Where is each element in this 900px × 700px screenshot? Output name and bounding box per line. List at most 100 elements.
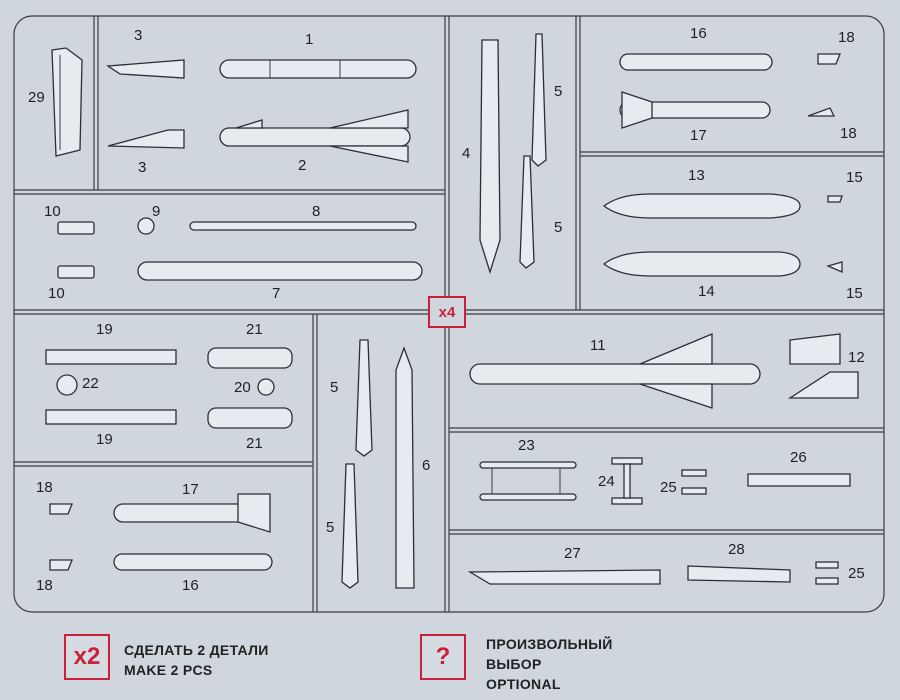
part-12-shape bbox=[789, 333, 841, 365]
label-2: 2 bbox=[298, 157, 306, 174]
part-3a-shape bbox=[106, 59, 185, 79]
part-25a-shape bbox=[681, 469, 707, 495]
label-11: 11 bbox=[590, 337, 606, 354]
part-18a-shape bbox=[817, 53, 841, 65]
part-8-shape bbox=[189, 221, 417, 231]
make-2-ru: СДЕЛАТЬ 2 ДЕТАЛИ bbox=[124, 642, 269, 658]
part-2-shape bbox=[219, 109, 411, 163]
part-10b-shape bbox=[57, 265, 95, 279]
label-18b: 18 bbox=[840, 125, 857, 142]
label-8: 8 bbox=[312, 203, 320, 220]
part-18c-shape bbox=[49, 503, 73, 515]
label-17a: 17 bbox=[690, 127, 707, 144]
part-15b-shape bbox=[826, 261, 843, 273]
part-27-shape bbox=[467, 569, 661, 585]
part-5d-shape bbox=[341, 463, 359, 589]
label-7: 7 bbox=[272, 285, 280, 302]
label-15a: 15 bbox=[846, 169, 863, 186]
part-5b-shape bbox=[519, 155, 535, 269]
part-5c-shape bbox=[355, 339, 373, 457]
label-19b: 19 bbox=[96, 431, 113, 448]
label-25a: 25 bbox=[660, 479, 677, 496]
part-15a-shape bbox=[827, 195, 843, 203]
label-12: 12 bbox=[848, 349, 865, 366]
part-6-shape bbox=[395, 346, 415, 589]
label-6: 6 bbox=[422, 457, 430, 474]
label-16b: 16 bbox=[182, 577, 199, 594]
part-25b-shape bbox=[815, 561, 839, 585]
label-5a: 5 bbox=[554, 83, 562, 100]
part-20-shape bbox=[257, 378, 275, 396]
optional-ru-1: ПРОИЗВОЛЬНЫЙ bbox=[486, 636, 613, 652]
label-21a: 21 bbox=[246, 321, 263, 338]
part-21b-shape bbox=[207, 407, 293, 429]
label-10b: 10 bbox=[48, 285, 65, 302]
part-16a-shape bbox=[619, 53, 773, 71]
label-22: 22 bbox=[82, 375, 99, 392]
make-2-en: MAKE 2 PCS bbox=[124, 662, 213, 678]
label-15b: 15 bbox=[846, 285, 863, 302]
part-29-shape bbox=[51, 47, 83, 157]
label-26: 26 bbox=[790, 449, 807, 466]
part-18d-shape bbox=[49, 559, 73, 571]
part-7-shape bbox=[137, 261, 423, 281]
label-25b: 25 bbox=[848, 565, 865, 582]
make-2-badge: x2 bbox=[64, 634, 110, 680]
part-11-shape bbox=[469, 333, 761, 409]
part-4-shape bbox=[479, 39, 501, 275]
part-9-shape bbox=[137, 217, 155, 235]
part-23-shape bbox=[479, 461, 577, 501]
part-17b-shape bbox=[113, 493, 271, 533]
part-labels: 1 2 3 3 4 5 5 5 5 6 7 8 9 10 10 11 12 13… bbox=[28, 25, 865, 594]
quantity-x4-badge: x4 bbox=[428, 296, 466, 328]
part-22-shape bbox=[56, 374, 78, 396]
legend: x2 СДЕЛАТЬ 2 ДЕТАЛИ MAKE 2 PCS ? ПРОИЗВО… bbox=[0, 620, 900, 700]
part-19b-shape bbox=[45, 409, 177, 425]
label-13: 13 bbox=[688, 167, 705, 184]
label-17b: 17 bbox=[182, 481, 199, 498]
label-24: 24 bbox=[598, 473, 615, 490]
part-17a-shape bbox=[619, 91, 771, 129]
label-29: 29 bbox=[28, 89, 45, 106]
part-12b-shape bbox=[787, 371, 859, 399]
label-14: 14 bbox=[698, 283, 715, 300]
part-5a-shape bbox=[531, 33, 547, 167]
label-27: 27 bbox=[564, 545, 581, 562]
label-20: 20 bbox=[234, 379, 251, 396]
optional-ru-2: ВЫБОР bbox=[486, 656, 542, 672]
label-3a: 3 bbox=[134, 27, 142, 44]
label-9: 9 bbox=[152, 203, 160, 220]
label-5d: 5 bbox=[326, 519, 334, 536]
label-23: 23 bbox=[518, 437, 535, 454]
label-18a: 18 bbox=[838, 29, 855, 46]
part-1-shape bbox=[219, 59, 417, 79]
part-14-shape bbox=[602, 251, 801, 277]
make-2-text: СДЕЛАТЬ 2 ДЕТАЛИ MAKE 2 PCS bbox=[124, 640, 269, 680]
label-3b: 3 bbox=[138, 159, 146, 176]
label-10a: 10 bbox=[44, 203, 61, 220]
part-21a-shape bbox=[207, 347, 293, 369]
part-18b-shape bbox=[807, 107, 836, 117]
part-19a-shape bbox=[45, 349, 177, 365]
part-13-shape bbox=[602, 193, 801, 219]
label-21b: 21 bbox=[246, 435, 263, 452]
label-19a: 19 bbox=[96, 321, 113, 338]
label-18d: 18 bbox=[36, 577, 53, 594]
part-16b-shape bbox=[113, 553, 273, 571]
label-28: 28 bbox=[728, 541, 745, 558]
sprue-runners bbox=[14, 16, 884, 612]
label-1: 1 bbox=[305, 31, 313, 48]
label-4: 4 bbox=[462, 145, 470, 162]
label-5c: 5 bbox=[330, 379, 338, 396]
part-28-shape bbox=[687, 565, 791, 583]
label-18c: 18 bbox=[36, 479, 53, 496]
part-26-shape bbox=[747, 473, 851, 487]
optional-text: ПРОИЗВОЛЬНЫЙ ВЫБОР OPTIONAL bbox=[486, 634, 613, 694]
label-16a: 16 bbox=[690, 25, 707, 42]
label-5b: 5 bbox=[554, 219, 562, 236]
part-10a-shape bbox=[57, 221, 95, 235]
optional-badge: ? bbox=[420, 634, 466, 680]
optional-en: OPTIONAL bbox=[486, 676, 561, 692]
part-24-shape bbox=[611, 457, 643, 505]
